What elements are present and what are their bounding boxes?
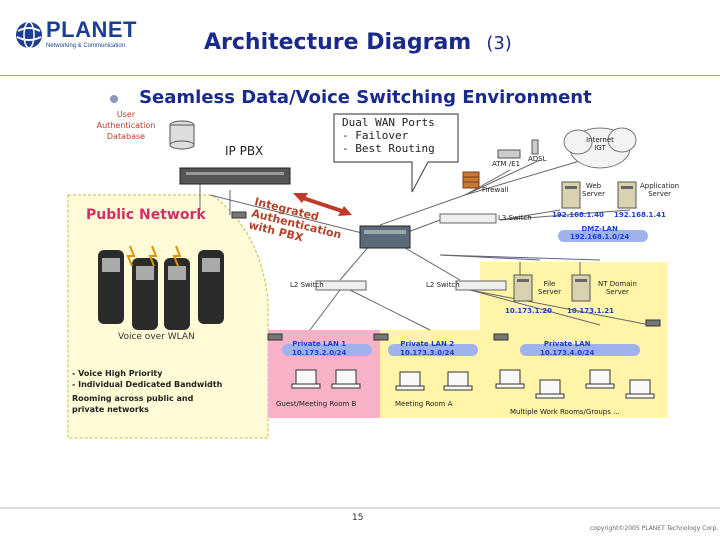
- core-switch-device: [359, 225, 411, 249]
- page-number: 15: [352, 513, 364, 523]
- lan3-bar: [520, 344, 640, 356]
- app-server-ip: 192.168.1.41: [614, 211, 666, 219]
- callout-line-1: Dual WAN Ports: [342, 116, 435, 129]
- connection-lines: [199, 154, 651, 331]
- wifi-phones: [98, 250, 224, 330]
- logo-subtitle: Networking & Communication: [46, 43, 126, 49]
- file-server-icon: [513, 274, 533, 302]
- l2-switch-b-label: L2 Switch: [426, 281, 460, 289]
- ntdomain-line-1: NT Domain: [598, 280, 637, 288]
- features-list: - Voice High Priority - Individual Dedic…: [72, 368, 222, 415]
- web-server-label: Web Server: [582, 182, 605, 198]
- l2-switch-b-device: [455, 280, 507, 291]
- copyright: copyright©2005 PLANET Technology Corp.: [590, 525, 719, 532]
- firewall-label: Firewall: [482, 186, 509, 194]
- ntdomain-server-label: NT Domain Server: [598, 280, 637, 296]
- lan2-line-1: Private LAN 2: [400, 340, 455, 348]
- feature-2: - Individual Dedicated Bandwidth: [72, 380, 223, 389]
- user-database-icon: [169, 120, 195, 150]
- internet-cloud-icon: [563, 127, 637, 169]
- globe-icon: [16, 21, 42, 49]
- voice-over-wlan-label: Voice over WLAN: [118, 332, 195, 342]
- feature-3: Rooming across public and: [72, 394, 194, 403]
- file-server-line-2: Server: [538, 288, 561, 296]
- web-server-icon: [561, 181, 581, 209]
- dmz-bar: [558, 230, 648, 242]
- app-server-icon: [617, 181, 637, 209]
- web-server-line-2: Server: [582, 190, 605, 198]
- wan-callout-text: Dual WAN Ports - Failover - Best Routing: [342, 116, 435, 155]
- dmz-line-2: 192.168.1.0/24: [570, 233, 630, 241]
- feature-4: private networks: [72, 405, 149, 414]
- ntdomain-line-2: Server: [605, 288, 629, 296]
- user-auth-db-line-2: Authentication: [96, 121, 156, 130]
- lan1-line-2: 10.173.2.0/24: [292, 349, 347, 357]
- title-text: Architecture Diagram: [204, 30, 472, 55]
- file-server-label: File Server: [538, 280, 561, 296]
- app-server-line-1: Application: [640, 182, 680, 190]
- web-server-ip: 192.168.1.40: [552, 211, 604, 219]
- atm-device: [497, 149, 521, 159]
- lan1-bar: [282, 344, 372, 356]
- guest-room-label: Guest/Meeting Room B: [276, 400, 357, 408]
- callout-line-3: - Best Routing: [342, 142, 435, 155]
- ntdomain-server-icon: [571, 274, 591, 302]
- feature-1: - Voice High Priority: [72, 369, 163, 378]
- public-network-label: Public Network: [86, 207, 206, 223]
- ip-pbx-label: IP PBX: [225, 144, 264, 158]
- ip-pbx-device: [179, 167, 291, 185]
- lan2-bar: [388, 344, 478, 356]
- l3-switch-device: [439, 213, 497, 224]
- access-points: [231, 211, 661, 341]
- atm-label: ATM /E1: [492, 160, 521, 168]
- lan2-label: Private LAN 2 10.173.3.0/24: [400, 340, 454, 358]
- lan1-line-1: Private LAN 1: [292, 340, 347, 348]
- internet-line-1: Internet: [586, 136, 614, 144]
- l3-switch-label: L3 Switch: [498, 214, 532, 222]
- callout-line-2: - Failover: [342, 129, 409, 142]
- file-server-line-1: File: [543, 280, 556, 288]
- laptops: [291, 369, 655, 399]
- bullet-dot: [110, 94, 118, 103]
- ntdomain-server-ip: 10.173.1.21: [567, 307, 614, 315]
- wan-callout-bubble: [333, 113, 459, 193]
- file-server-ip: 10.173.1.20: [505, 307, 552, 315]
- firewall-icon: [462, 171, 480, 189]
- adsl-label: ADSL: [528, 155, 547, 163]
- internet-line-2: IGT: [594, 144, 606, 152]
- dmz-label: DMZ-LAN 192.168.1.0/24: [570, 225, 629, 241]
- internet-label: Internet IGT: [580, 136, 620, 152]
- title-number: (3): [486, 33, 512, 54]
- logo-text: PLANET: [46, 17, 137, 42]
- lan3-line-1: Private LAN: [543, 340, 591, 348]
- user-auth-db-line-3: Database: [106, 132, 146, 141]
- l2-switch-a-device: [315, 280, 367, 291]
- web-server-line-1: Web: [585, 182, 602, 190]
- bullet-text: Seamless Data/Voice Switching Environmen…: [139, 87, 592, 108]
- lan1-label: Private LAN 1 10.173.2.0/24: [292, 340, 346, 358]
- adsl-device: [531, 139, 539, 155]
- app-server-label: Application Server: [640, 182, 679, 198]
- bullet-line: Seamless Data/Voice Switching Environmen…: [110, 87, 592, 108]
- app-server-line-2: Server: [648, 190, 672, 198]
- lan3-line-2: 10.173.4.0/24: [540, 349, 595, 357]
- user-auth-db-label: User Authentication Database: [90, 109, 162, 142]
- l2-switch-a-label: L2 Switch: [290, 281, 324, 289]
- header-divider: [0, 75, 720, 76]
- meeting-room-label: Meeting Room A: [395, 400, 453, 408]
- work-rooms-label: Multiple Work Rooms/Groups ...: [510, 408, 620, 416]
- user-auth-db-line-1: User: [116, 110, 136, 119]
- dmz-line-1: DMZ-LAN: [581, 225, 618, 233]
- integration-arrow-icon: [293, 193, 352, 216]
- planet-logo: PLANET Networking & Communication: [14, 17, 137, 57]
- signal-icons: [126, 245, 182, 267]
- lan2-line-2: 10.173.3.0/24: [400, 349, 455, 357]
- lan3-label: Private LAN 10.173.4.0/24: [540, 340, 594, 358]
- page-title: Architecture Diagram (3): [204, 30, 512, 55]
